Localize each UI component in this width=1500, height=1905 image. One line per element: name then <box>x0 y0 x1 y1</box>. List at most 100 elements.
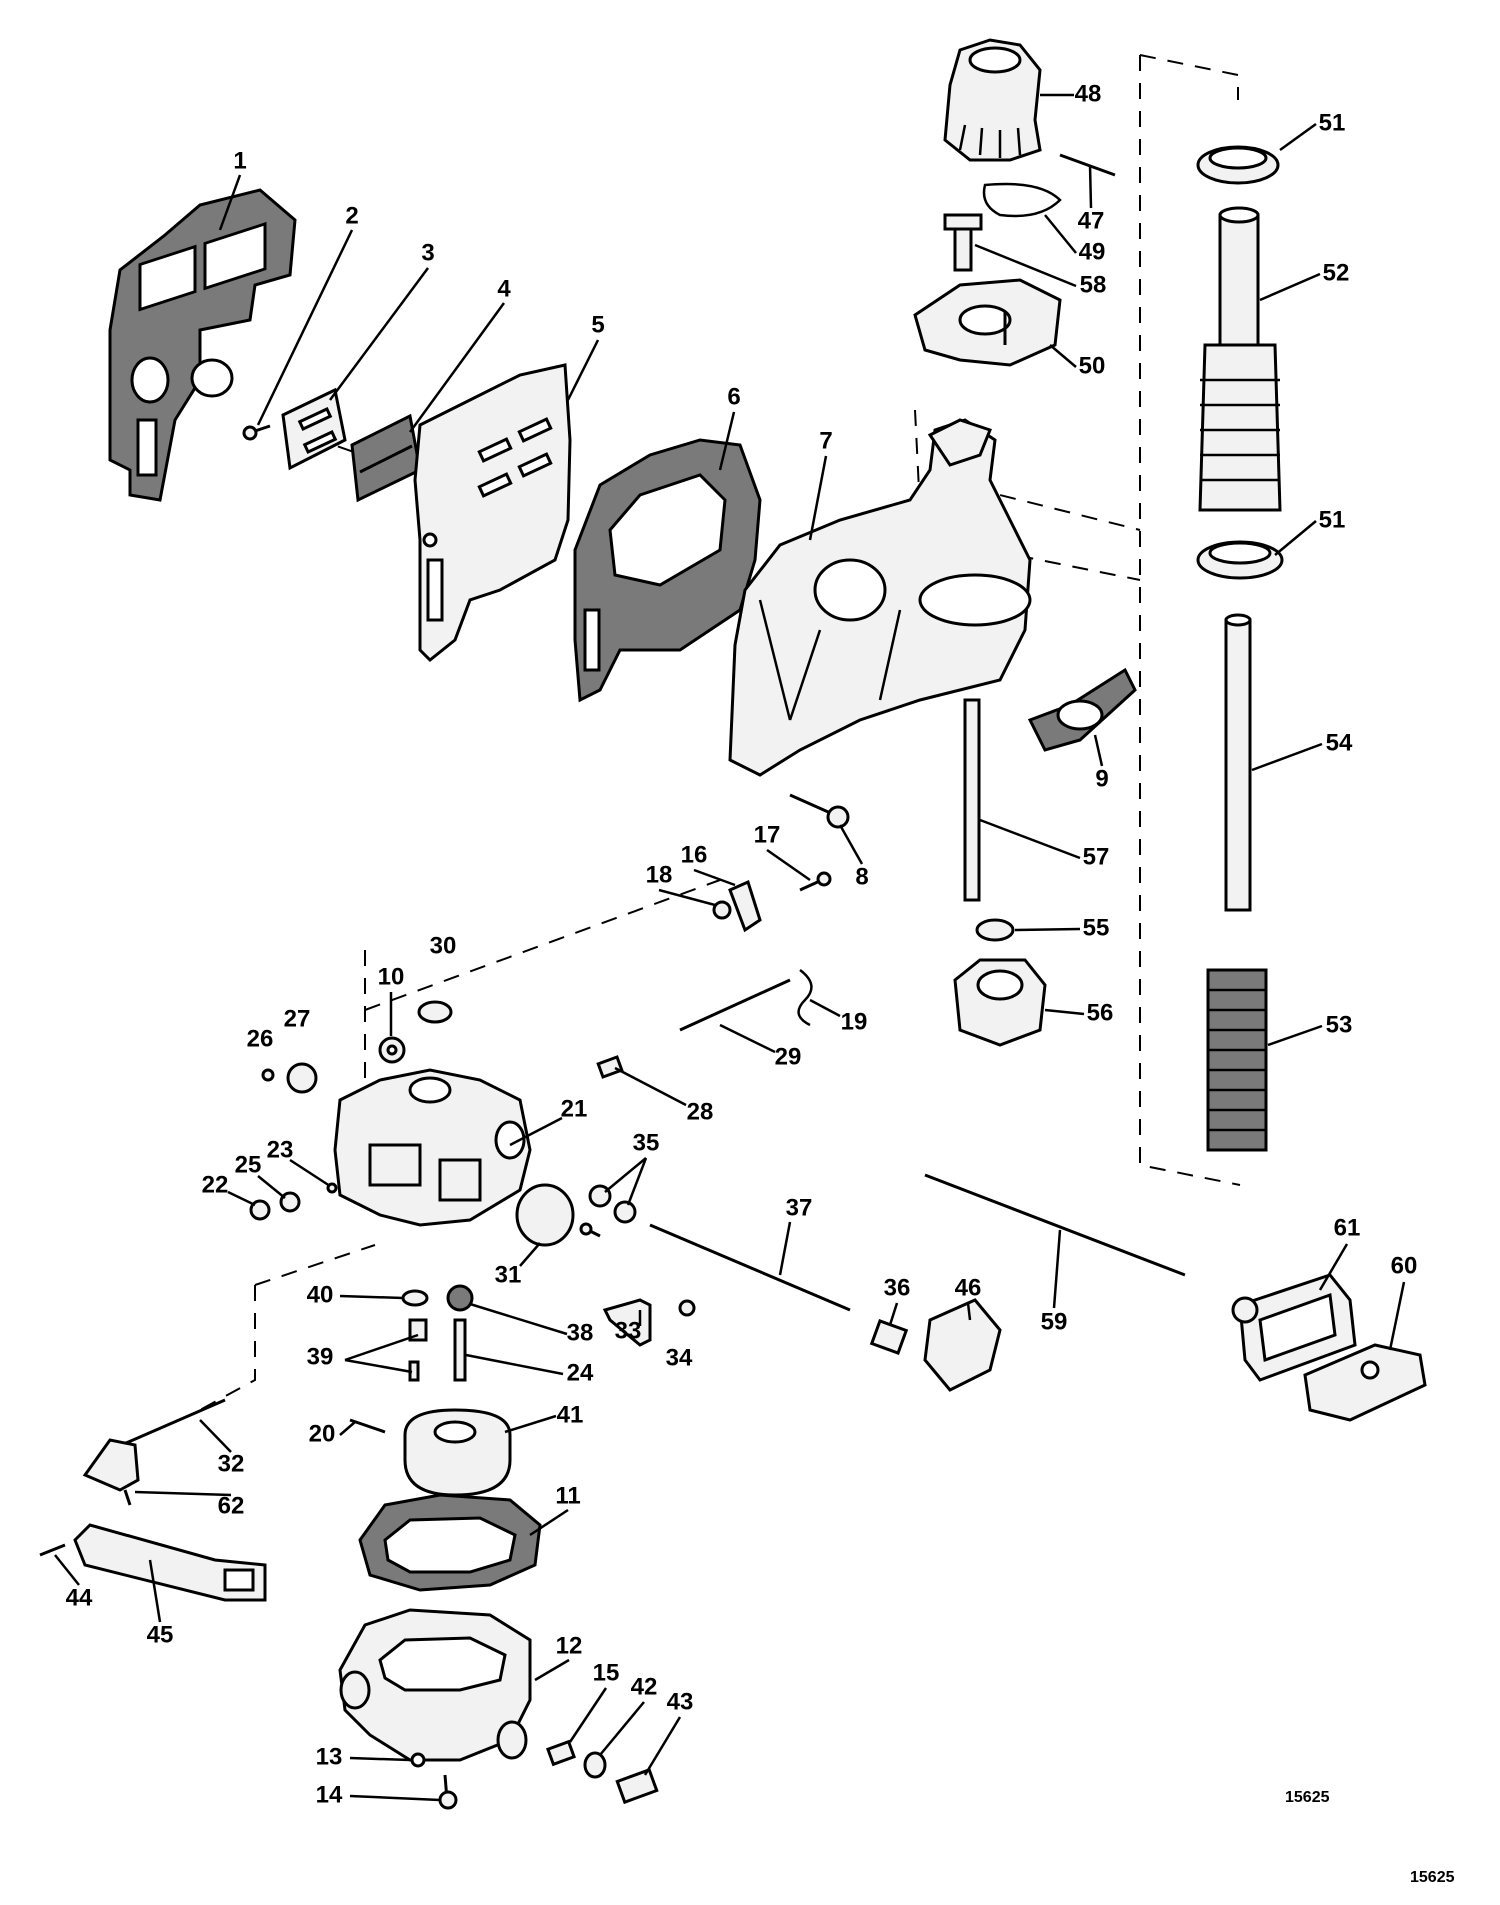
part-label-30: 30 <box>430 932 457 959</box>
screw-14 <box>438 1774 458 1810</box>
part-label-34: 34 <box>666 1344 693 1371</box>
part-label-45: 45 <box>147 1621 174 1648</box>
screw-2 <box>242 424 271 441</box>
part-label-14: 14 <box>316 1781 343 1808</box>
spring-28 <box>596 1055 624 1079</box>
gasket-1 <box>108 188 297 502</box>
part-label-2: 2 <box>345 202 358 229</box>
part-label-51: 51 <box>1319 506 1346 533</box>
screw-15 <box>546 1739 576 1767</box>
bushing-55 <box>975 918 1015 942</box>
pin-47 <box>1059 153 1116 177</box>
part-label-19: 19 <box>841 1008 868 1035</box>
packing-nut-36 <box>869 1319 909 1355</box>
part-label-43: 43 <box>667 1688 694 1715</box>
part-number-labels: 1234567891011121314151617181920212223242… <box>66 80 1418 1808</box>
ball-13 <box>410 1752 426 1768</box>
part-label-41: 41 <box>557 1401 584 1428</box>
part-label-38: 38 <box>567 1319 594 1346</box>
screw-26-top <box>261 1068 275 1082</box>
float-41 <box>403 1408 512 1497</box>
reed-4 <box>350 413 422 503</box>
part-label-59: 59 <box>1041 1308 1068 1335</box>
choke-lever-32 <box>82 1398 226 1492</box>
part-label-25: 25 <box>235 1151 262 1178</box>
ring-51-top <box>1196 145 1280 185</box>
knob-46 <box>923 1298 1002 1392</box>
screw-26-lower <box>579 1222 601 1238</box>
part-label-7: 7 <box>819 427 832 454</box>
part-label-33: 33 <box>615 1317 642 1344</box>
part-label-6: 6 <box>727 383 740 410</box>
part-label-12: 12 <box>556 1632 583 1659</box>
cable-59 <box>924 1173 1186 1277</box>
part-label-53: 53 <box>1326 1011 1353 1038</box>
gear-48 <box>943 38 1042 162</box>
part-label-57: 57 <box>1083 843 1110 870</box>
part-label-20: 20 <box>309 1420 336 1447</box>
shaft-54 <box>1224 613 1252 912</box>
figure-code-footer: 15625 <box>1410 1869 1455 1886</box>
washers-22-25-23 <box>249 1182 338 1221</box>
part-label-58: 58 <box>1080 271 1107 298</box>
part-label-24: 24 <box>567 1359 594 1386</box>
screw-34 <box>678 1299 696 1317</box>
part-label-10: 10 <box>378 963 405 990</box>
part-label-40: 40 <box>307 1281 334 1308</box>
pin-44 <box>39 1543 66 1557</box>
plug-30 <box>417 1000 453 1024</box>
screw-17 <box>799 871 832 892</box>
part-label-52: 52 <box>1323 259 1350 286</box>
pin-20 <box>349 1418 386 1434</box>
part-label-48: 48 <box>1075 80 1102 107</box>
intake-manifold-7 <box>728 418 1032 777</box>
part-label-56: 56 <box>1087 999 1114 1026</box>
shaft-29 <box>679 978 791 1032</box>
part-label-42: 42 <box>631 1673 658 1700</box>
part-label-17: 17 <box>754 821 781 848</box>
washer-42 <box>583 1751 607 1779</box>
part-label-13: 13 <box>316 1743 343 1770</box>
part-label-32: 32 <box>218 1450 245 1477</box>
part-label-47: 47 <box>1078 207 1105 234</box>
part-label-31: 31 <box>495 1261 522 1288</box>
part-label-11: 11 <box>555 1482 580 1509</box>
part-label-44: 44 <box>66 1584 93 1611</box>
part-label-50: 50 <box>1079 352 1106 379</box>
bolt-58 <box>943 213 983 272</box>
knob-61 <box>1231 1273 1357 1382</box>
bolt-8 <box>789 793 850 829</box>
part-label-15: 15 <box>593 1659 620 1686</box>
part-label-5: 5 <box>591 311 604 338</box>
part-label-3: 3 <box>421 239 434 266</box>
part-label-60: 60 <box>1391 1252 1418 1279</box>
part-label-36: 36 <box>884 1274 911 1301</box>
part-label-18: 18 <box>646 861 673 888</box>
part-label-8: 8 <box>855 863 868 890</box>
shaft-52 <box>1198 206 1282 512</box>
part-label-49: 49 <box>1079 238 1106 265</box>
part-label-22: 22 <box>202 1171 229 1198</box>
part-label-27: 27 <box>284 1005 311 1032</box>
part-label-4: 4 <box>497 275 511 302</box>
needle-37 <box>649 1223 851 1312</box>
needle-valve-24 <box>453 1318 467 1382</box>
part-label-54: 54 <box>1326 729 1353 756</box>
part-label-35: 35 <box>633 1129 660 1156</box>
filter-38 <box>446 1284 474 1312</box>
screw-62 <box>123 1489 132 1506</box>
part-label-46: 46 <box>955 1274 982 1301</box>
float-bowl-12 <box>338 1608 532 1762</box>
carburetor-body-21 <box>333 1068 532 1227</box>
part-label-21: 21 <box>561 1095 588 1122</box>
part-label-51: 51 <box>1319 109 1346 136</box>
plug-27 <box>286 1062 318 1094</box>
gasket-9 <box>1027 667 1137 752</box>
rod-57 <box>963 698 981 902</box>
clip-60 <box>1303 1343 1427 1422</box>
washer-18 <box>712 900 732 920</box>
spring-clip-49 <box>982 182 1062 218</box>
part-label-28: 28 <box>687 1098 714 1125</box>
plug-31 <box>515 1183 575 1247</box>
